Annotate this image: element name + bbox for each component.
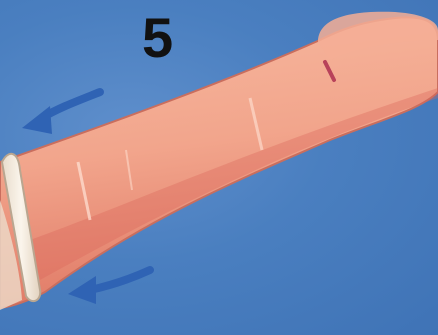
curved-arrow-left-icon — [68, 270, 150, 304]
step-number: 5 — [142, 10, 173, 66]
curved-arrow-up-left-icon — [22, 92, 100, 134]
